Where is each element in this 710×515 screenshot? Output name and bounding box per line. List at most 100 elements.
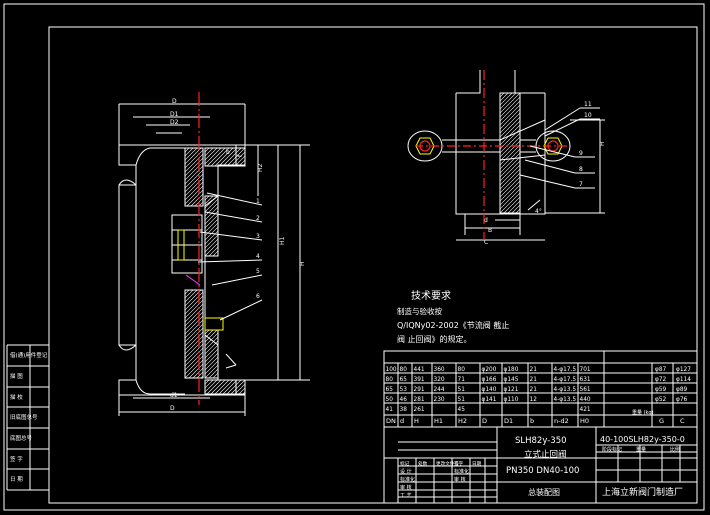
table-cell: 46 (400, 397, 408, 403)
dim-D2: D2 (170, 119, 179, 126)
table-cell: 38 (400, 407, 408, 413)
stage-cell: 阶段标记 (602, 446, 622, 453)
table-cell: 53 (400, 387, 408, 393)
tech-line-1: 制造与验收按 (397, 306, 442, 316)
table-header-cell: H (414, 417, 419, 425)
title-row-label: 审 核 (400, 484, 412, 491)
title-row-label: 审 核 (454, 476, 466, 483)
title-row-label: 设 计 (400, 468, 412, 475)
table-header-cell: D1 (504, 417, 513, 425)
left-strip-label: 描 图 (10, 372, 23, 380)
main-section-view: D D1 D2 (118, 92, 310, 416)
balloon-detail-11: 11 (584, 101, 592, 108)
technical-requirements: 技术要求 制造与验收按 Q/IQNy02-2002《节流阀 截止 阀 止回阀》的… (397, 289, 509, 344)
detail-dim-C: C (484, 239, 488, 246)
table-cell: φ200 (482, 367, 497, 373)
table-cell: 71 (458, 377, 466, 383)
table-header-cell: n-d2 (554, 417, 569, 425)
table-cell: φ140 (482, 387, 497, 393)
table-cell: 21 (530, 387, 538, 393)
left-strip-label: 底图总号 (10, 434, 33, 442)
hatched-sections (184, 147, 246, 395)
weight-cell: φ87 (655, 367, 667, 373)
title-row-label: 标准化 (454, 468, 469, 475)
left-strip-label: 日 期 (10, 476, 23, 483)
weight-header: G (659, 417, 664, 425)
table-cell: φ180 (504, 367, 519, 373)
table-cell: 701 (580, 367, 591, 373)
table-cell: 50 (386, 397, 394, 403)
table-header-cell: d (400, 417, 404, 425)
table-cell: 21 (530, 367, 538, 373)
table-header-cell: DN (386, 417, 396, 425)
dim-d1-bottom: d1 (170, 392, 178, 399)
table-cell: 100 (386, 367, 397, 373)
valve-body-outline (118, 144, 246, 396)
dim-H2: H2 (257, 163, 264, 172)
stage-cell: 比例 (670, 446, 680, 453)
company-name: 上海立新阀门制造厂 (602, 486, 683, 498)
table-cell: 4-φ13.5 (554, 397, 577, 403)
detail-dim-B: B (488, 227, 492, 234)
title-header-cell: 日期 (472, 461, 482, 467)
table-cell: 360 (434, 367, 445, 373)
lug-right (535, 130, 571, 162)
product-name: SLH82y-350 (515, 436, 567, 446)
title-header-cell: 更改文件号 (436, 460, 459, 467)
table-cell: φ121 (504, 387, 519, 393)
left-strip-label: 描 校 (10, 393, 23, 401)
table-cell: φ166 (482, 377, 497, 383)
table-cell: 65 (400, 377, 408, 383)
weight-header: C (680, 417, 685, 425)
title-header-cell: 标记 (400, 460, 410, 467)
table-cell: φ110 (504, 397, 519, 403)
table-cell: φ141 (482, 397, 497, 403)
table-cell: 4-φ17.5 (554, 367, 577, 373)
table-cell: 65 (386, 387, 394, 393)
table-cell: 51 (458, 387, 466, 393)
table-cell: 80 (458, 367, 466, 373)
table-cell: 45 (458, 407, 466, 413)
balloon-detail-8: 8 (579, 166, 583, 173)
dim-b: b (226, 149, 230, 156)
table-cell: 440 (580, 397, 591, 403)
drawing-type: 总装配图 (528, 487, 560, 497)
tech-line-2: Q/IQNy02-2002《节流阀 截止 (397, 320, 509, 330)
table-cell: 4-φ13.5 (554, 387, 577, 393)
drawing-number: 40-100SLH82y-350-0 (600, 435, 685, 444)
left-strip-label: 旧底图总号 (10, 413, 38, 421)
left-strip-label: 签 字 (10, 455, 23, 463)
weight-cell: φ52 (655, 397, 667, 403)
weight-cell: φ127 (676, 367, 691, 373)
weight-cell: φ76 (676, 397, 688, 403)
table-cell: 51 (458, 397, 466, 403)
table-cell: 391 (414, 377, 425, 383)
title-block: 标记处数更改文件号签字日期设 计标准化审 核工 艺标准化审 核阶段标记重量比例 … (384, 426, 697, 504)
balloon-main-6: 6 (256, 293, 260, 300)
table-cell: 320 (434, 377, 445, 383)
detail-angle: 4° (535, 208, 542, 215)
table-cell: 80 (400, 367, 408, 373)
title-row-label: 标准化 (400, 476, 415, 483)
dim-D-bottom: D (170, 405, 175, 412)
weight-cell: φ72 (655, 377, 667, 383)
table-cell: 631 (580, 377, 591, 383)
tech-line-3: 阀 止回阀》的规定。 (397, 334, 472, 344)
seat-ring (204, 317, 224, 331)
left-strip-label: 借(通)用件登记 (10, 351, 48, 359)
table-cell: 21 (530, 377, 538, 383)
detail-dim-d: d (484, 217, 488, 224)
title-row-label: 工 艺 (400, 493, 412, 499)
balloon-detail-10: 10 (584, 112, 592, 119)
product-spec: PN350 DN40-100 (506, 466, 579, 476)
balloon-detail-7: 7 (579, 181, 583, 188)
table-header-cell: H1 (434, 417, 443, 425)
table-cell: 261 (414, 407, 425, 413)
table-cell: 41 (386, 407, 394, 413)
table-cell: 281 (414, 397, 425, 403)
weight-cell: φ59 (655, 387, 667, 393)
table-cell: 12 (530, 397, 538, 403)
